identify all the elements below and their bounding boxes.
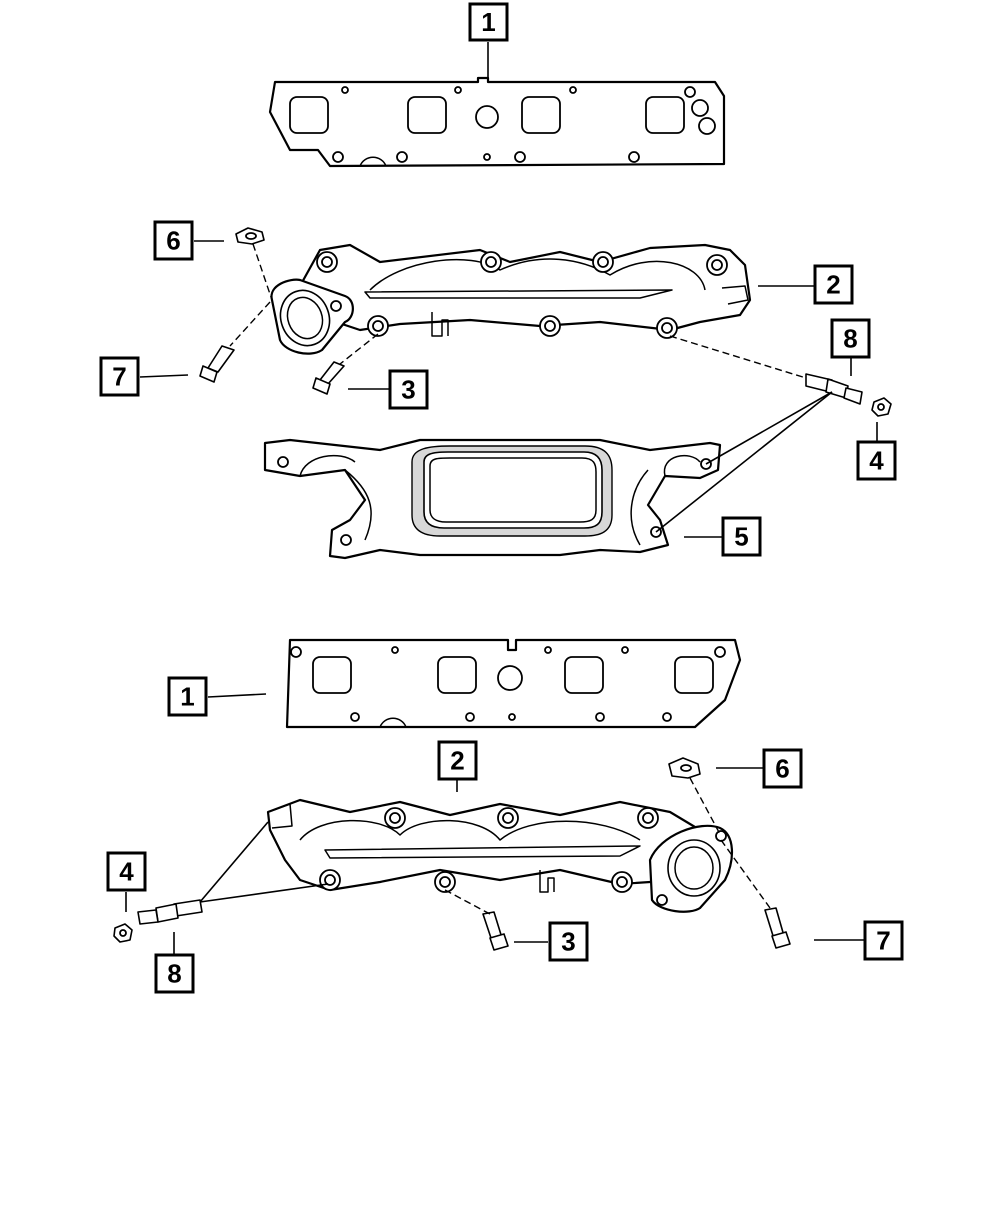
callout-label: 7 <box>876 926 890 956</box>
callout-top-nut: 4 <box>856 440 897 481</box>
callout-label: 2 <box>826 270 840 300</box>
top-stud-nut <box>235 227 265 245</box>
callout-label: 4 <box>119 857 134 887</box>
callout-top-stud: 8 <box>830 318 871 359</box>
top-gasket <box>268 76 726 168</box>
callout-top-bolt: 3 <box>388 369 429 410</box>
callout-label: 7 <box>112 362 126 392</box>
bottom-leader-lines <box>125 693 864 954</box>
bottom-manifold <box>266 798 733 913</box>
callout-bottom-nut: 4 <box>106 851 147 892</box>
callout-bottom-bolt: 3 <box>548 921 589 962</box>
callout-bottom-stud: 8 <box>154 953 195 994</box>
callout-top-stud-nut: 6 <box>153 220 194 261</box>
callout-top-manifold: 2 <box>813 264 854 305</box>
callout-label: 1 <box>481 7 495 37</box>
bottom-stud-nut <box>668 757 701 779</box>
top-flange-bolt <box>199 345 235 383</box>
bottom-flange-bolt <box>764 907 791 949</box>
callout-label: 3 <box>401 375 415 405</box>
callout-label: 5 <box>734 522 748 552</box>
callout-label: 3 <box>561 927 575 957</box>
top-manifold <box>270 243 752 355</box>
callout-label: 6 <box>166 226 180 256</box>
top-stud <box>805 373 863 405</box>
top-nut <box>871 397 892 417</box>
callout-top-gasket: 1 <box>468 2 509 42</box>
callout-top-heat-shield: 5 <box>721 516 762 557</box>
bottom-gasket <box>285 638 742 729</box>
top-heat-shield <box>263 438 722 560</box>
callout-bottom-manifold: 2 <box>437 740 478 781</box>
callout-label: 8 <box>167 959 181 989</box>
bottom-bolt <box>482 911 509 951</box>
bottom-nut <box>113 923 133 943</box>
callout-top-flange-bolt: 7 <box>99 356 140 397</box>
callout-label: 6 <box>775 754 789 784</box>
callout-bottom-flange-bolt: 7 <box>863 920 904 961</box>
callout-bottom-stud-nut: 6 <box>762 748 803 789</box>
bottom-stud <box>137 899 203 925</box>
callout-bottom-gasket: 1 <box>167 676 208 717</box>
callout-label: 8 <box>843 324 857 354</box>
top-bolt <box>312 361 345 395</box>
callout-label: 4 <box>869 446 884 476</box>
top-leader-lines <box>139 42 878 538</box>
callout-label: 2 <box>450 746 464 776</box>
callout-label: 1 <box>180 682 194 712</box>
